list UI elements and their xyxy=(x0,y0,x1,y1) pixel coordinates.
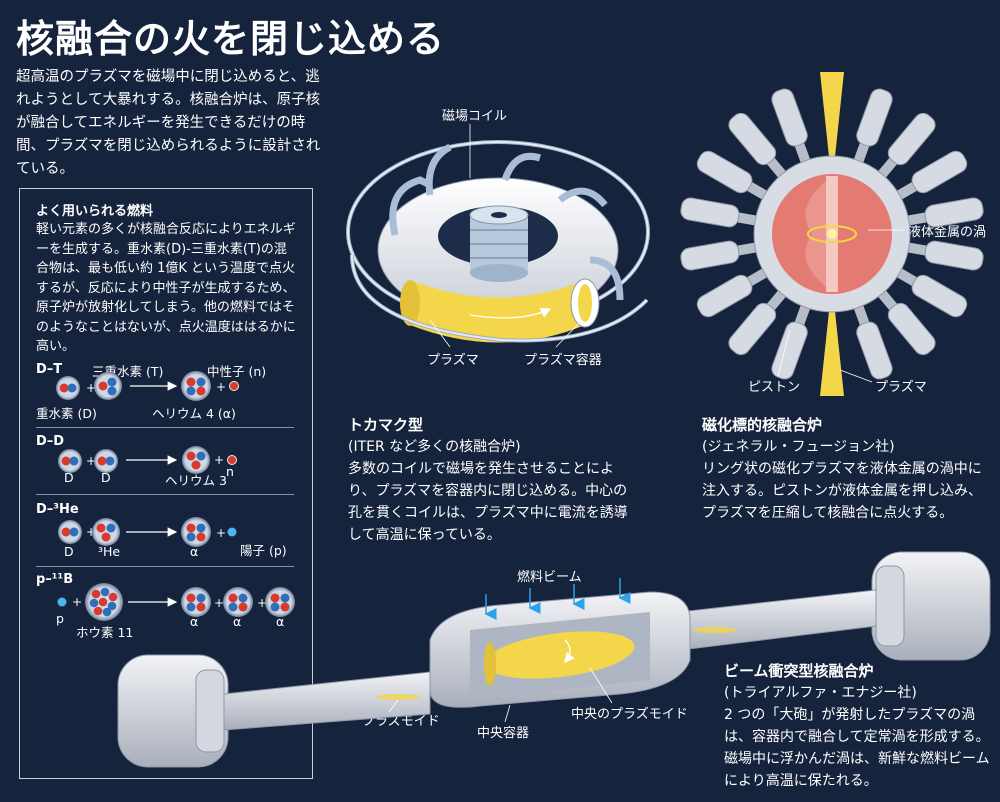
reaction-dhe3: + + xyxy=(58,517,237,547)
reaction-extra-label: α xyxy=(233,614,242,629)
reaction-product-label: ヘリウム 3 xyxy=(165,473,227,488)
svg-text:+: + xyxy=(216,380,226,394)
piston xyxy=(680,240,757,271)
reaction-mid-label: ホウ素 11 xyxy=(76,625,134,640)
reaction-dt: + + xyxy=(56,371,239,401)
piston xyxy=(907,197,984,228)
reaction-mid-label: D xyxy=(101,470,111,485)
piston xyxy=(728,290,786,356)
beam-subtitle: (トライアルファ・エナジー社) xyxy=(724,685,917,701)
piston-ring xyxy=(680,88,984,380)
tokamak-subtitle: (ITER など多くの核融合炉) xyxy=(348,439,521,455)
reaction-extra-label: n xyxy=(226,464,234,479)
beam-body: 2 つの「大砲」が発射したプラズマの渦は、容器内で融合して定常渦を形成する。磁場… xyxy=(724,707,990,789)
fuel-beam-label: 燃料ビーム xyxy=(517,570,582,585)
piston xyxy=(897,150,968,200)
reaction-title: D–T xyxy=(36,362,63,377)
reaction-extra-label: 陽子 (p) xyxy=(240,543,287,558)
reaction-left-label: 重水素 (D) xyxy=(36,406,97,421)
svg-text:+: + xyxy=(86,454,96,468)
piston xyxy=(771,88,811,163)
reaction-left-label: p xyxy=(56,611,64,626)
vortex-label: 液体金属の渦 xyxy=(908,225,987,240)
piston xyxy=(728,112,786,178)
svg-text:+: + xyxy=(216,526,226,540)
svg-text:+: + xyxy=(72,595,82,609)
reaction-product-label: ヘリウム 4 (α) xyxy=(152,406,236,421)
divider xyxy=(36,494,294,495)
piston xyxy=(696,268,767,318)
mtf-subtitle: (ジェネラル・フュージョン社) xyxy=(702,439,895,455)
reaction-mid-label: ³He xyxy=(98,544,121,559)
reaction-left-label: D xyxy=(64,470,74,485)
piston xyxy=(696,150,767,200)
svg-text:+: + xyxy=(214,453,224,467)
reaction-title: p–¹¹B xyxy=(36,572,74,587)
reaction-pb11: + + + xyxy=(57,583,295,621)
mtf-plasma-label: プラズマ xyxy=(875,380,927,395)
piston xyxy=(878,290,936,356)
fuel-body: 軽い元素の多くが核融合反応によりエネルギーを生成する。重水素(D)-三重水素(T… xyxy=(36,222,296,354)
tokamak-plasma-label: プラズマ xyxy=(427,353,479,368)
piston xyxy=(680,197,757,228)
tokamak-illustration xyxy=(346,124,650,348)
beam-illustration xyxy=(117,551,991,768)
reaction-product-label: α xyxy=(190,544,199,559)
divider xyxy=(36,566,294,567)
piston xyxy=(907,240,984,271)
tokamak-title: トカマク型 xyxy=(348,416,424,434)
piston-label: ピストン xyxy=(748,380,801,395)
page-title: 核融合の火を閉じ込める xyxy=(16,17,446,61)
fuel-box xyxy=(19,188,313,779)
central-vessel-label: 中央容器 xyxy=(477,726,530,741)
reaction-extra-label: α xyxy=(276,614,285,629)
mtf-body: リング状の磁化プラズマを液体金属の渦中に注入する。ピストンが液体金属を押し込み、… xyxy=(702,461,982,521)
reaction-extra-label: 中性子 (n) xyxy=(207,364,267,379)
svg-text:+: + xyxy=(257,596,267,610)
divider xyxy=(36,427,294,428)
intro-text: 超高温のプラズマを磁場中に閉じ込めると、逃れようとして大暴れする。核融合炉は、原… xyxy=(16,69,321,177)
fuel-title: よく用いられる燃料 xyxy=(36,204,154,219)
piston xyxy=(771,305,811,380)
reaction-product-label: α xyxy=(190,614,199,629)
svg-text:+: + xyxy=(86,381,96,395)
central-solenoid xyxy=(469,205,529,282)
piston xyxy=(878,112,936,178)
piston xyxy=(853,305,893,380)
piston xyxy=(897,268,968,318)
reaction-dd: + + xyxy=(58,446,237,474)
svg-text:+: + xyxy=(214,596,224,610)
mtf-title: 磁化標的核融合炉 xyxy=(702,416,823,434)
reaction-title: D–³He xyxy=(36,502,79,517)
reaction-left-label: D xyxy=(64,544,74,559)
piston xyxy=(853,88,893,163)
vessel-label: プラズマ容器 xyxy=(524,353,602,368)
central-plasmoid-label: 中央のプラズモイド xyxy=(571,707,688,722)
reaction-title: D–D xyxy=(36,434,65,449)
tokamak-body: 多数のコイルで磁場を発生させることにより、プラズマを容器内に閉じ込める。中心の孔… xyxy=(348,461,628,543)
beam-title: ビーム衝突型核融合炉 xyxy=(724,662,874,680)
svg-text:+: + xyxy=(86,525,96,539)
mtf-illustration xyxy=(680,72,984,396)
coil-label: 磁場コイル xyxy=(442,109,508,124)
